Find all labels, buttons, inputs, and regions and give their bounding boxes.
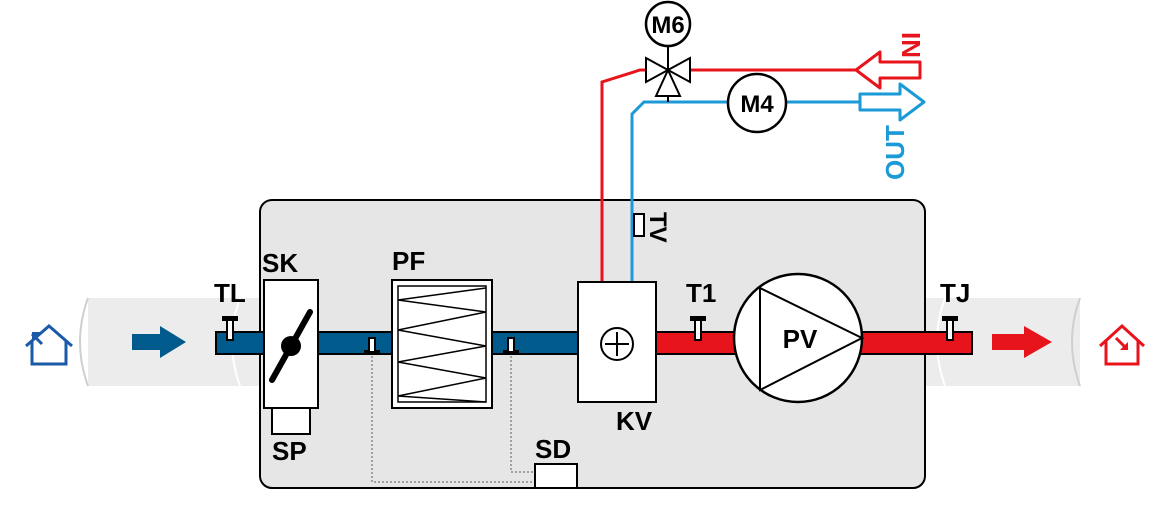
label-m6: M6 [651, 12, 684, 39]
actuator-sp [271, 407, 311, 435]
damper-sk [263, 279, 319, 409]
pump-m4 [726, 72, 788, 134]
sensor-tl [222, 316, 238, 341]
label-pv: PV [783, 324, 818, 354]
label-sd: SD [535, 434, 571, 464]
indoor-house-icon [1098, 323, 1146, 366]
label-m4: M4 [740, 91, 774, 118]
filter-pf [391, 279, 493, 409]
pressure-switch-sd [534, 463, 578, 489]
sensor-tj [942, 316, 958, 341]
label-kv: KV [616, 406, 653, 436]
hot-water-pipe [600, 68, 870, 282]
actuator-m6 [644, 0, 692, 48]
sensor-t1 [690, 316, 706, 341]
label-t1: T1 [686, 278, 716, 308]
label-sk: SK [262, 248, 298, 278]
label-pf: PF [392, 246, 425, 276]
flow-arrow-out-icon [992, 326, 1052, 358]
label-sp: SP [272, 436, 307, 466]
in-arrow-icon [854, 50, 922, 90]
flow-arrow-in-icon [132, 326, 186, 358]
label-tl: TL [214, 278, 246, 308]
heating-coil-kv [577, 281, 657, 403]
out-arrow-icon [858, 82, 926, 122]
label-tj: TJ [940, 278, 970, 308]
label-out: OUT [880, 125, 910, 180]
sensor-tv [633, 213, 645, 237]
label-tv: TV [644, 212, 671, 243]
outdoor-house-icon [25, 324, 73, 366]
three-way-valve [645, 46, 691, 97]
fan-pv [732, 272, 865, 404]
sd-tubes [371, 356, 534, 483]
pressure-tap-before-filter [364, 337, 380, 355]
label-in: IN [896, 32, 926, 58]
pressure-tap-after-filter [503, 337, 519, 355]
